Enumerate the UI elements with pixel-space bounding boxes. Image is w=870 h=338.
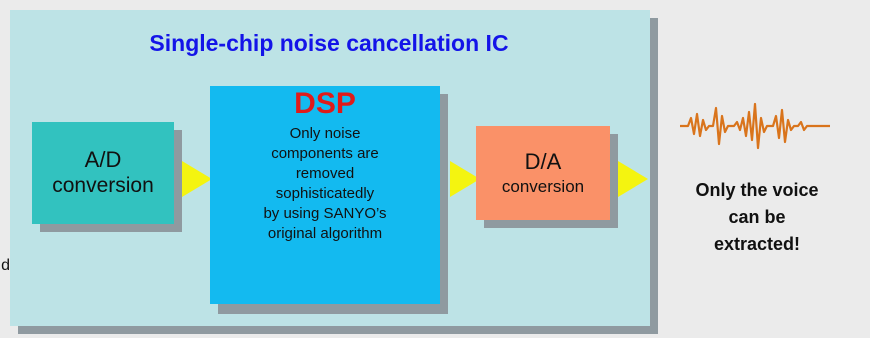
left-edge-text-fragment: d: [1, 257, 10, 274]
arrow-da-to-output: [618, 161, 648, 197]
da-conversion-block: D/A conversion: [476, 126, 610, 220]
ad-conversion-block: A/D conversion: [32, 122, 174, 224]
voice-waveform-icon: [680, 102, 830, 150]
ic-title: Single-chip noise cancellation IC: [149, 30, 509, 56]
ad-sublabel: conversion: [52, 174, 154, 197]
arrow-ad-to-dsp: [182, 161, 212, 197]
arrow-dsp-to-da: [450, 161, 480, 197]
da-sublabel: conversion: [501, 177, 585, 196]
da-label: D/A: [524, 149, 562, 174]
output-caption: Only the voice can be extracted!: [695, 180, 819, 254]
dsp-heading: DSP: [294, 87, 356, 120]
ad-label: A/D: [84, 147, 122, 172]
dsp-description: Only noise components are removed sophis…: [263, 125, 387, 242]
dsp-block: DSP Only noise components are removed so…: [210, 86, 440, 304]
